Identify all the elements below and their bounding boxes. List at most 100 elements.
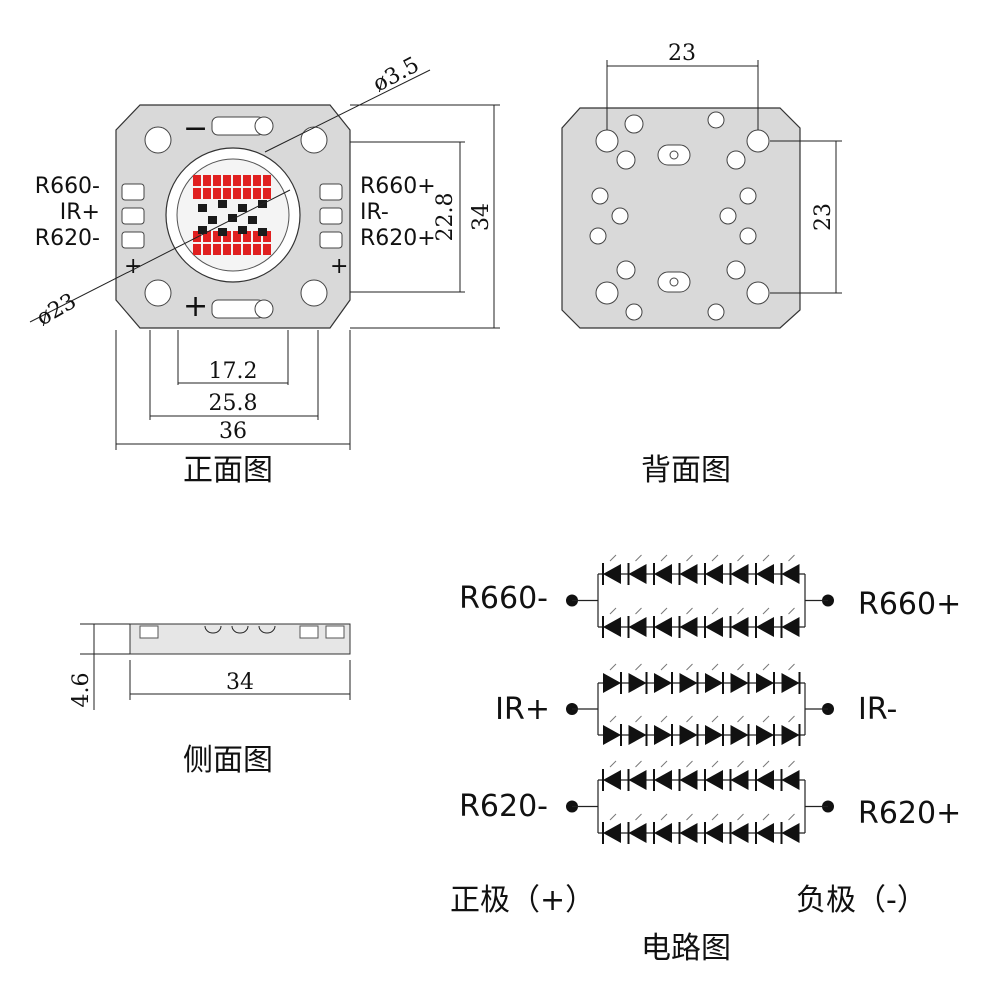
emission-arrow bbox=[635, 663, 642, 671]
ir-led-chip bbox=[228, 214, 237, 222]
red-led-chip bbox=[193, 231, 201, 242]
emission-arrow bbox=[711, 607, 719, 615]
diode-symbol bbox=[654, 770, 672, 790]
circuit-label-ir-minus: IR- bbox=[858, 692, 897, 727]
diode-symbol bbox=[730, 673, 749, 693]
circuit-label-ir-plus: IR+ bbox=[495, 692, 550, 727]
emission-arrow bbox=[711, 663, 719, 671]
circuit-diagram: R660- R660+ IR+ IR- R620- R620+ 正极（+） 负极… bbox=[450, 554, 961, 966]
dim-circle: ø23 bbox=[33, 289, 81, 331]
red-led-chip bbox=[233, 175, 241, 186]
emission-arrow bbox=[609, 760, 617, 768]
diode-symbol bbox=[705, 770, 723, 790]
ir-led-chip bbox=[208, 216, 217, 224]
emission-arrow bbox=[686, 813, 693, 821]
diode-symbol bbox=[603, 770, 621, 790]
pad-label-r620-plus: R620+ bbox=[360, 226, 436, 251]
emission-arrow bbox=[686, 663, 693, 671]
back-view: 23 23 背面图 bbox=[561, 41, 842, 488]
emission-arrow bbox=[788, 715, 795, 723]
diode-symbol bbox=[730, 564, 749, 584]
emission-arrow bbox=[788, 607, 795, 615]
diode-symbol bbox=[705, 673, 723, 693]
diode-symbol bbox=[603, 673, 621, 693]
red-led-chip bbox=[223, 231, 231, 242]
back-dim-right: 23 bbox=[811, 203, 836, 231]
diode-symbol bbox=[628, 673, 647, 693]
negative-terminal-label: 负极（-） bbox=[796, 883, 927, 918]
red-led-chip bbox=[263, 188, 271, 199]
emission-arrow bbox=[788, 663, 795, 671]
emission-arrow bbox=[660, 607, 668, 615]
left-pad bbox=[121, 231, 145, 249]
diode-symbol bbox=[705, 564, 723, 584]
emission-arrow bbox=[686, 554, 693, 562]
red-led-chip bbox=[213, 231, 221, 242]
circle-leader bbox=[29, 189, 291, 323]
red-led-chip bbox=[203, 244, 211, 255]
ir-led-chip bbox=[198, 226, 207, 234]
diode-symbol bbox=[781, 673, 800, 693]
led-array bbox=[193, 175, 271, 255]
pad-label-r620-minus: R620- bbox=[35, 226, 100, 251]
diode-symbol bbox=[781, 770, 800, 790]
circuit-label-r660-minus: R660- bbox=[459, 581, 548, 616]
circuit-label-r620-minus: R620- bbox=[459, 789, 548, 824]
diode-symbol bbox=[654, 673, 672, 693]
emission-arrow bbox=[609, 813, 617, 821]
emission-arrow bbox=[609, 663, 617, 671]
emission-arrow bbox=[686, 760, 693, 768]
diode-symbol bbox=[756, 770, 774, 790]
emission-arrow bbox=[711, 554, 719, 562]
red-led-chip bbox=[243, 188, 251, 199]
ir-led-chip bbox=[218, 200, 227, 208]
emission-arrow bbox=[737, 813, 744, 821]
diode-symbol bbox=[781, 617, 800, 637]
diode-symbol bbox=[603, 564, 621, 584]
diode-symbol bbox=[679, 770, 698, 790]
red-led-chip bbox=[233, 188, 241, 199]
diode-symbol bbox=[628, 770, 647, 790]
red-led-chip bbox=[223, 244, 231, 255]
pad-label-ir-minus: IR- bbox=[360, 200, 389, 225]
emission-arrow bbox=[660, 715, 668, 723]
front-view: − + + + R660- IR+ R620- R660+ IR- R620+ … bbox=[29, 53, 500, 488]
diode-symbol bbox=[756, 564, 774, 584]
diode-symbol bbox=[679, 823, 698, 843]
diode-symbol bbox=[603, 823, 621, 843]
ir-led-chip bbox=[198, 204, 207, 212]
side-dim-width: 34 bbox=[226, 670, 254, 695]
red-led-chip bbox=[193, 244, 201, 255]
diode-symbol bbox=[756, 673, 774, 693]
diode-symbol bbox=[679, 617, 698, 637]
diode-symbol bbox=[679, 564, 698, 584]
dim-34: 34 bbox=[469, 203, 494, 231]
diode-symbol bbox=[628, 725, 647, 745]
emission-arrow bbox=[762, 663, 770, 671]
plus-mark: + bbox=[183, 289, 208, 324]
red-led-chip bbox=[223, 188, 231, 199]
pad-label-r660-minus: R660- bbox=[35, 174, 100, 199]
dim-36: 36 bbox=[219, 419, 247, 444]
plus-mark-small: + bbox=[330, 254, 348, 279]
emission-arrow bbox=[788, 554, 795, 562]
ir-led-chip bbox=[238, 226, 247, 234]
ir-led-chip bbox=[258, 228, 267, 236]
emission-arrow bbox=[788, 813, 795, 821]
diode-symbol bbox=[730, 770, 749, 790]
right-pad bbox=[319, 231, 343, 249]
diode-symbol bbox=[654, 617, 672, 637]
emission-arrow bbox=[660, 663, 668, 671]
emission-arrow bbox=[762, 760, 770, 768]
emission-arrow bbox=[660, 760, 668, 768]
front-caption: 正面图 bbox=[183, 453, 273, 488]
diode-symbol bbox=[705, 823, 723, 843]
diode-symbol bbox=[756, 823, 774, 843]
red-led-chip bbox=[193, 175, 201, 186]
emission-arrow bbox=[635, 715, 642, 723]
diode-symbol bbox=[679, 725, 698, 745]
back-caption: 背面图 bbox=[641, 453, 731, 488]
diode-symbol bbox=[756, 617, 774, 637]
right-pad bbox=[319, 207, 343, 225]
